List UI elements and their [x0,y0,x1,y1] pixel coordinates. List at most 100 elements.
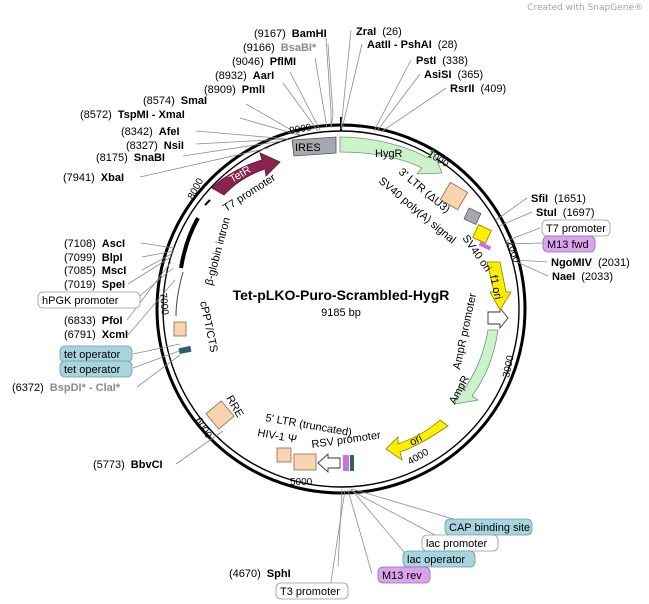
site-pos-pmli: (8909) [204,84,236,96]
svg-text:(7941)XbaI: (7941)XbaI [63,172,124,184]
site-pos-psti: (338) [442,55,468,67]
feature-label-cppt: cPPT/CTS [197,300,220,353]
bubble-text-tet-op1: tet operator [64,349,121,361]
feature-ampr-promoter [487,306,509,330]
lac-region-mark [343,455,349,471]
site-pos-xcmi: (6791) [64,329,96,341]
site-name-sphi: SphI [267,568,291,580]
site-pos-ngomiv: (2031) [598,257,630,269]
bubble-text-hpgk: hPGK promoter [42,295,119,307]
site-pos-aari: (8932) [215,70,247,82]
t7-promoter-arrow [204,199,211,206]
svg-text:(4670)SphI: (4670) SphI [229,568,291,580]
svg-text:(8175)SnaBI: (8175) SnaBI [96,152,165,164]
site-pos-sfii: (1651) [554,193,586,205]
bubble-t3-promoter [275,582,349,600]
restriction-sites: (9167) BamHI (9166) BsaBI* (9046)PflMI (89… [12,28,327,580]
site-name-bbvci: BbvCI [131,459,163,471]
feature-ires [291,136,337,157]
bubble-text-t3-promoter: T3 promoter [280,586,340,598]
bubble-text-cap: CAP binding site [449,522,530,534]
svg-text:SfiI(1651): SfiI(1651) [531,193,586,205]
svg-text:PstI(338): PstI (338) [416,55,468,67]
svg-text:(6372)BspDI* - ClaI*: (6372) BspDI* - ClaI* [12,382,121,394]
site-pos-nsii: (8327) [126,140,158,152]
bubble-m13-fwd [542,235,596,253]
site-pos-asisi: (365) [458,69,484,81]
site-name-bsabi: BsaBI* [281,42,317,54]
bubble-hpgk [37,291,141,309]
svg-text:(5773)BbvCI: (5773) BbvCI [93,459,163,471]
tick-5000: 5000 [290,477,313,488]
site-name-nsii: NsiI [164,140,184,152]
feature-sv40-ori [472,224,492,244]
svg-text:(8574)SmaI: (8574)SmaI [143,95,207,107]
feature-cppt [175,271,184,317]
site-name-tspmi: TspMI - XmaI [118,109,185,121]
feature-label-ires: IRES [295,142,321,154]
site-name-asisi: AsiSI [424,69,452,81]
svg-text:AsiSI(365): AsiSI (365) [424,69,483,81]
bubble-text-m13-rev: M13 rev [382,570,422,582]
site-name-xcmi: XcmI [102,329,128,341]
lac-region-mark-2 [350,455,354,471]
site-name-xbai: XbaI [101,172,124,184]
bubble-text-t7-promoter: T7 promoter [546,223,606,235]
feature-label-f1-ori: f1 ori [487,274,504,300]
site-name-zrai: ZraI [356,26,376,38]
svg-text:(7108)AscI: (7108) AscI [64,238,125,250]
feature-label-beta-globin: β-globin intron [203,216,233,287]
site-pos-bamhi: (9167) [254,28,286,40]
site-pos-afei: (8342) [121,126,153,138]
svg-text:NgoMIV(2031): NgoMIV (2031) [551,257,630,269]
snapgene-credit: Created with SnapGene® [527,3,643,13]
feature-hiv-psi [276,447,292,463]
site-name-bamhi: BamHI [292,28,327,40]
bubble-lac-operator [402,550,476,568]
site-pos-sphi: (4670) [229,568,261,580]
feature-rre [205,400,235,430]
feature-5ltr [293,453,317,471]
feature-cppt-box [173,321,187,337]
tick-3000: 3000 [501,354,516,378]
site-name-ngomiv: NgoMIV [551,257,593,269]
feature-f1-ori [486,261,512,311]
site-pos-smai: (8574) [143,95,175,107]
svg-text:AatII - PshAI(28): AatII - PshAI(28) [367,39,457,51]
site-name-stui: StuI [536,207,557,219]
tick-7000: 7000 [157,292,170,316]
svg-text:(9046)PflMI: (9046)PflMI [232,56,296,68]
feature-tetr [211,152,281,196]
svg-text:StuI(1697): StuI (1697) [536,207,595,219]
site-name-snabi: SnaBI [134,152,165,164]
site-pos-snabi: (8175) [96,152,128,164]
svg-text:(7019)SpeI: (7019) SpeI [64,279,125,291]
site-pos-bbvci: (5773) [93,459,125,471]
svg-text:RsrII(409): RsrII(409) [450,83,506,95]
svg-text:(6833)PfoI: (6833)PfoI [64,315,123,327]
feature-ampr [454,329,499,405]
site-pos-spei: (7019) [64,279,96,291]
svg-text:(8572)TspMI - XmaI: (8572)TspMI - XmaI [80,109,185,121]
site-pos-msci: (7085) [64,265,96,277]
site-name-aari: AarI [253,70,274,82]
site-name-bspdi: BspDI* - ClaI* [50,382,121,394]
site-name-pflmi: PflMI [270,56,296,68]
bubble-text-tet-op2: tet operator [64,364,121,376]
svg-text:(7085)MscI: (7085)MscI [64,265,126,277]
site-name-psti: PstI [416,55,436,67]
site-pos-bsabi: (9166) [243,42,275,54]
site-pos-stui: (1697) [563,207,595,219]
site-pos-asci: (7108) [64,238,96,250]
feature-beta-globin-intron [179,217,200,269]
bubble-text-lac-promoter: lac promoter [426,538,487,550]
bubble-labels: hPGK promoter tet operator tet operator … [37,219,611,600]
site-name-spei: SpeI [102,279,125,291]
feature-hygr [339,136,443,175]
m13-fwd-mark [478,241,492,251]
site-pos-blpi: (7099) [64,252,96,264]
bubble-tet-op2 [59,360,133,378]
site-name-asci: AscI [102,238,125,250]
restriction-sites-right: ZraI(26) AatII - PshAI(28) PstI(338) Asi… [356,26,630,283]
site-pos-bspdi: (6372) [12,382,44,394]
